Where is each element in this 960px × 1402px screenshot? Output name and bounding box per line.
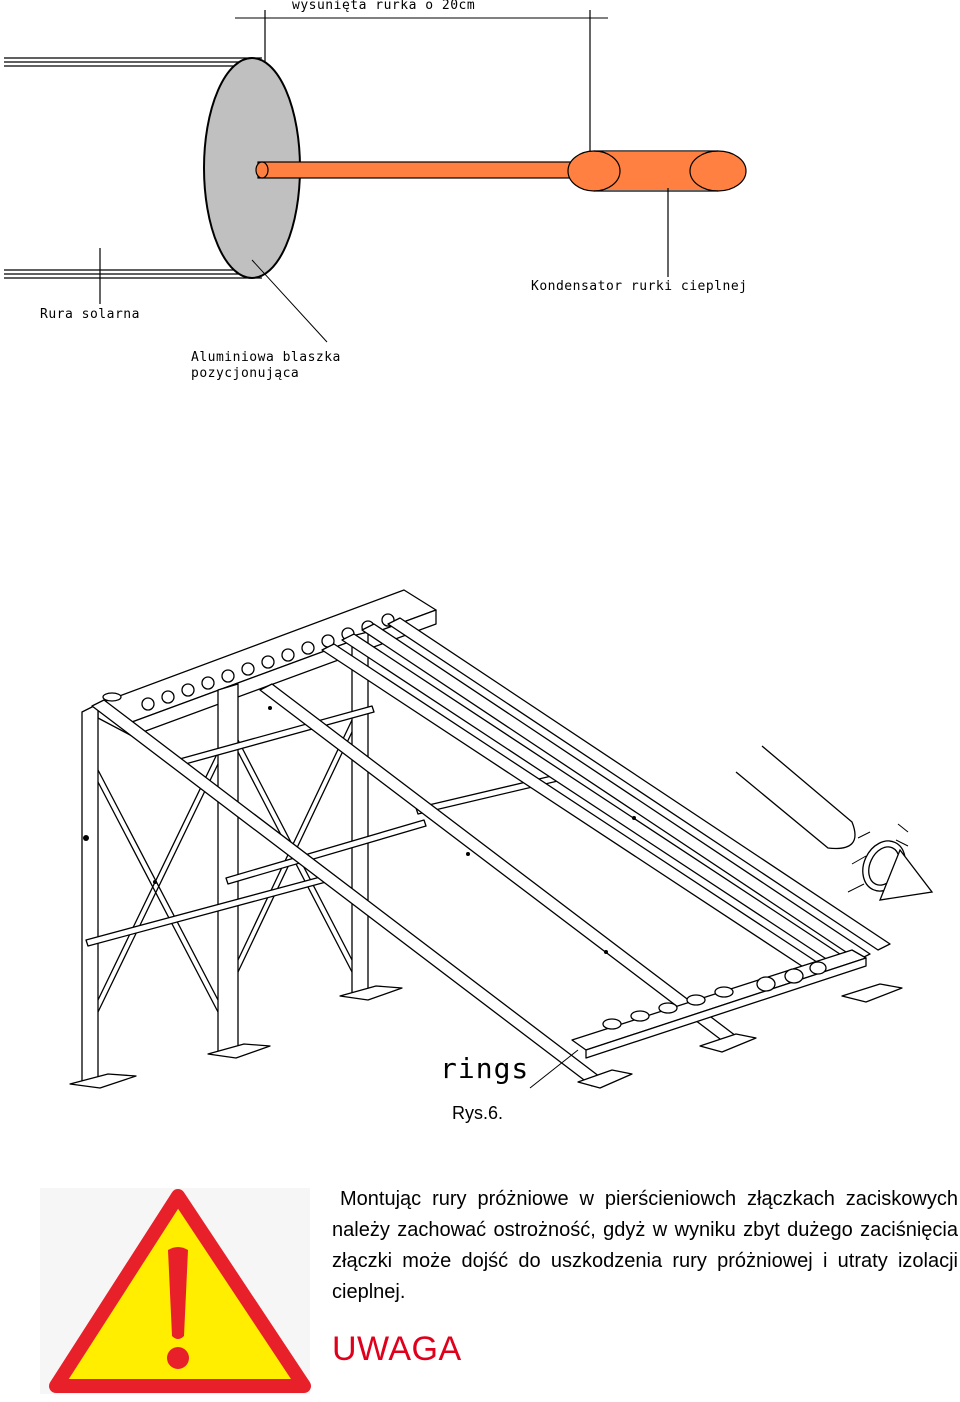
manifold bbox=[97, 589, 437, 723]
warning-heading: UWAGA bbox=[332, 1330, 462, 1368]
rings-label: rings bbox=[440, 1052, 530, 1085]
tube-and-ring-detail bbox=[735, 745, 934, 901]
solar-tube bbox=[4, 57, 262, 279]
plate-label-line1: Aluminiowa blaszka bbox=[191, 350, 341, 365]
condenser bbox=[567, 150, 747, 192]
plate-label-line2: pozycjonująca bbox=[191, 366, 300, 381]
figure-caption: Rys.6. bbox=[452, 1103, 504, 1123]
arrows bbox=[847, 823, 909, 893]
inclined-rails bbox=[91, 617, 891, 1087]
warning-text: Montując rury próżniowe w pierścieniowch… bbox=[332, 1188, 958, 1303]
cross-bars bbox=[85, 705, 563, 947]
rings bbox=[602, 961, 827, 1030]
heat-pipe-diagram bbox=[4, 10, 747, 343]
condenser-label: Kondensator rurki cieplnej bbox=[531, 279, 748, 294]
extended-tube-label: wysunięta rurka o 20cm bbox=[292, 0, 476, 13]
heat-pipe bbox=[255, 161, 579, 179]
solar-tube-label: Rura solarna bbox=[40, 307, 140, 322]
bottom-support bbox=[571, 949, 867, 1051]
manifold-holes bbox=[102, 613, 395, 711]
